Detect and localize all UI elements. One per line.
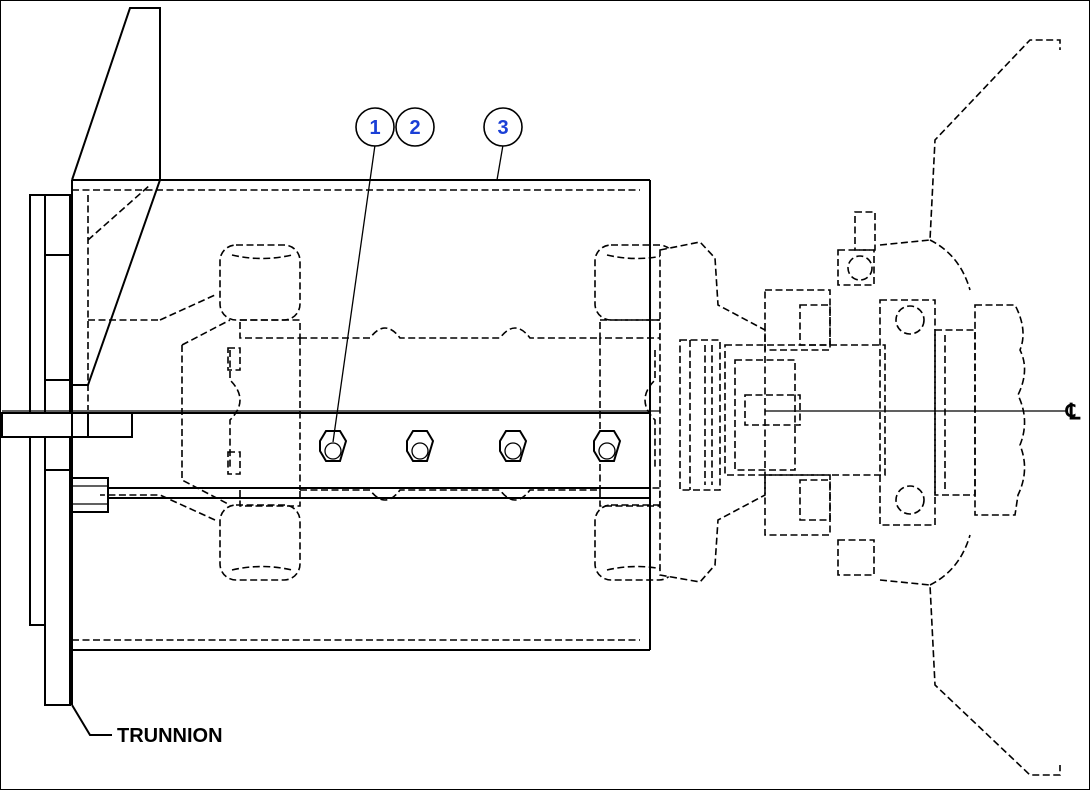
centerline-symbol: ℄ [1065, 399, 1081, 424]
svg-text:3: 3 [497, 117, 508, 139]
callout-2: 2 [395, 107, 435, 147]
bolt-4 [593, 430, 622, 462]
callout-leaders [332, 144, 504, 443]
bolt-row [319, 430, 622, 462]
bolt-1 [319, 430, 348, 462]
callout-3: 3 [483, 107, 523, 147]
bolt-3 [499, 430, 528, 462]
svg-text:1: 1 [369, 117, 380, 139]
trunnion-label: TRUNNION [117, 725, 223, 747]
flange-hub [659, 39, 1061, 776]
trunnion-plates [1, 7, 161, 736]
bolt-2 [406, 430, 435, 462]
callout-1: 1 [355, 107, 395, 147]
housing [71, 179, 651, 705]
svg-text:2: 2 [409, 117, 420, 139]
